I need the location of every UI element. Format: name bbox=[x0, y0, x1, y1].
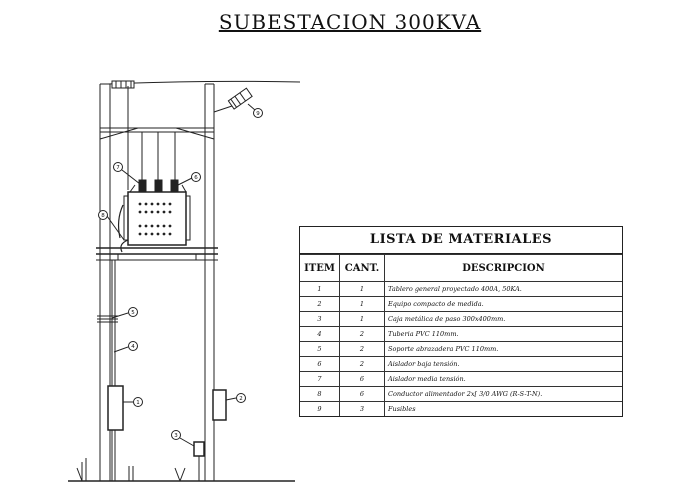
cell-desc: Caja metálica de paso 300x400mm. bbox=[384, 311, 622, 327]
cell-cant: 6 bbox=[339, 371, 385, 387]
callout-3: 3 bbox=[174, 433, 178, 439]
cell-item: 6 bbox=[300, 356, 340, 372]
cell-desc: Tablero general proyectado 400A, 50KA. bbox=[384, 281, 622, 297]
callout-2: 2 bbox=[239, 396, 243, 402]
cell-item: 3 bbox=[300, 311, 340, 327]
table-row: 1 1 Tablero general proyectado 400A, 50K… bbox=[300, 281, 622, 297]
callout-1: 1 bbox=[136, 400, 140, 406]
cell-cant: 3 bbox=[339, 401, 385, 416]
cell-cant: 1 bbox=[339, 296, 385, 312]
callout-6: 6 bbox=[194, 175, 198, 181]
cell-desc: Tuberia PVC 110mm. bbox=[384, 326, 622, 342]
cell-cant: 1 bbox=[339, 281, 385, 297]
table-row: 2 1 Equipo compacto de medida. bbox=[300, 296, 622, 312]
cell-cant: 2 bbox=[339, 326, 385, 342]
table-row: 7 6 Aislador media tensión. bbox=[300, 371, 622, 387]
drawing-title: SUBESTACION 300KVA bbox=[218, 10, 482, 34]
materials-table-title: LISTA DE MATERIALES bbox=[300, 227, 622, 254]
header-cant: CANT. bbox=[339, 254, 385, 282]
header-descripcion: DESCRIPCION bbox=[384, 254, 622, 282]
cell-desc: Equipo compacto de medida. bbox=[384, 296, 622, 312]
table-row: 5 2 Soporte abrazadera PVC 110mm. bbox=[300, 341, 622, 357]
metering-box bbox=[212, 389, 227, 421]
cell-item: 7 bbox=[300, 371, 340, 387]
cell-desc: Aislador media tensión. bbox=[384, 371, 622, 387]
conduit-clamp bbox=[97, 315, 118, 323]
cell-cant: 1 bbox=[339, 311, 385, 327]
cell-item: 5 bbox=[300, 341, 340, 357]
ground-marks bbox=[76, 458, 186, 482]
main-panel bbox=[107, 385, 124, 431]
cell-item: 4 bbox=[300, 326, 340, 342]
cell-desc: Aislador baja tensión. bbox=[384, 356, 622, 372]
cell-desc: Conductor alimentador 2x[ 3/0 AWG (R-S-T… bbox=[384, 386, 622, 402]
platform bbox=[96, 247, 218, 261]
cell-cant: 2 bbox=[339, 356, 385, 372]
table-row: 9 3 Fusibles bbox=[300, 401, 622, 416]
right-pole bbox=[204, 83, 215, 481]
callout-5: 5 bbox=[131, 310, 135, 316]
insulator-string bbox=[111, 80, 135, 89]
transformer bbox=[123, 179, 191, 246]
cell-cant: 2 bbox=[339, 341, 385, 357]
cell-item: 8 bbox=[300, 386, 340, 402]
cross-arm bbox=[99, 127, 215, 140]
callout-7: 7 bbox=[116, 165, 120, 171]
materials-table: LISTA DE MATERIALES ITEM CANT. DESCRIPCI… bbox=[299, 226, 623, 417]
table-row: 6 2 Aislador baja tensión. bbox=[300, 356, 622, 372]
header-item: ITEM bbox=[300, 254, 340, 282]
fuse-cutout bbox=[227, 87, 253, 110]
table-row: 3 1 Caja metálica de paso 300x400mm. bbox=[300, 311, 622, 327]
callout-9: 9 bbox=[256, 111, 260, 117]
junction-box bbox=[193, 441, 205, 457]
table-row: 8 6 Conductor alimentador 2x[ 3/0 AWG (R… bbox=[300, 386, 622, 402]
cell-item: 1 bbox=[300, 281, 340, 297]
cell-item: 2 bbox=[300, 296, 340, 312]
callout-8: 8 bbox=[101, 213, 105, 219]
cell-item: 9 bbox=[300, 401, 340, 416]
cell-desc: Soporte abrazadera PVC 110mm. bbox=[384, 341, 622, 357]
cell-desc: Fusibles bbox=[384, 401, 622, 416]
overhead-line bbox=[107, 80, 301, 85]
callout-4: 4 bbox=[131, 344, 135, 350]
table-row: 4 2 Tuberia PVC 110mm. bbox=[300, 326, 622, 342]
cell-cant: 6 bbox=[339, 386, 385, 402]
